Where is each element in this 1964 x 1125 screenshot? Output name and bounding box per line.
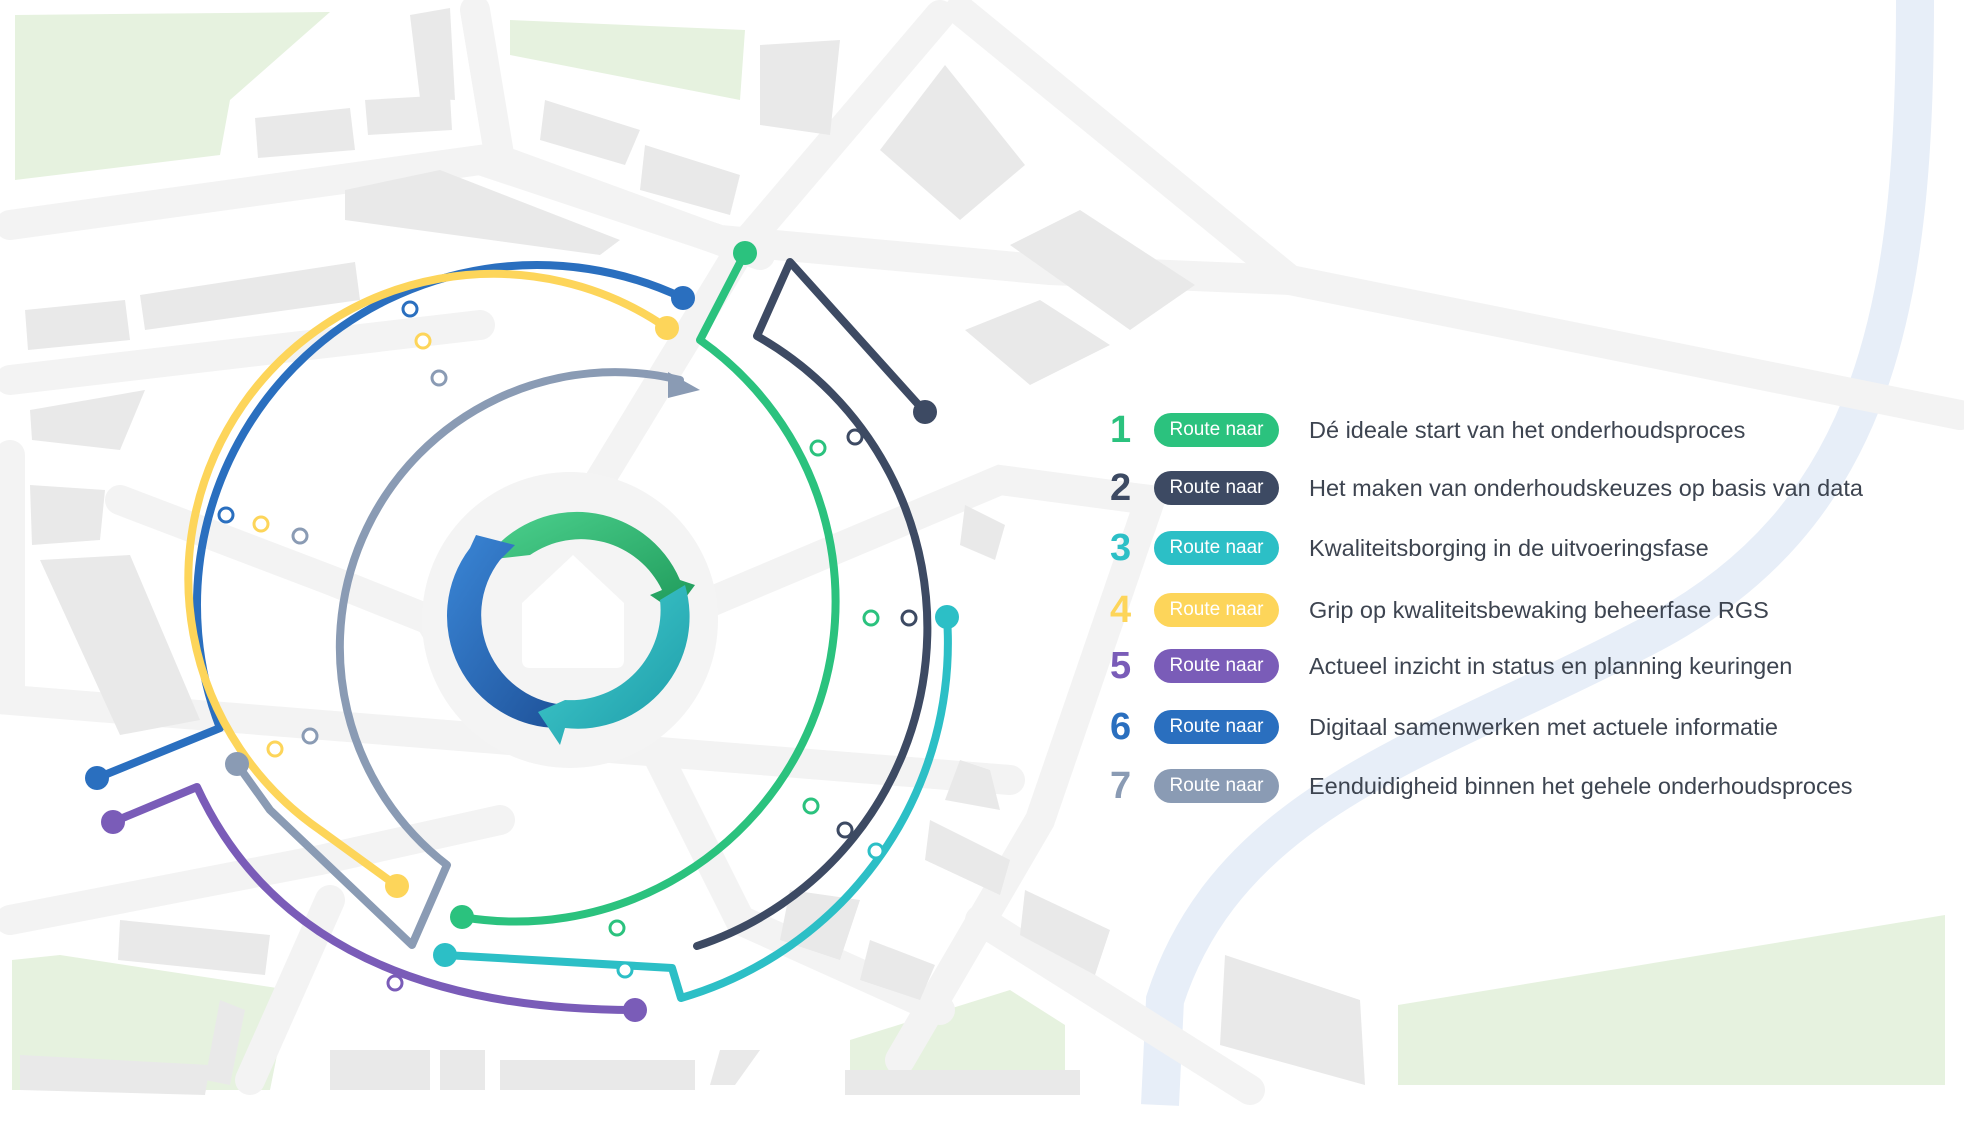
station-green-1: [809, 439, 827, 457]
legend-row-1: 1 Route naar Dé ideale start van het ond…: [1110, 408, 1745, 452]
legend-row-6: 6 Route naar Digitaal samenwerken met ac…: [1110, 705, 1778, 749]
station-green-4: [608, 919, 626, 937]
route-line-5: [109, 783, 639, 1014]
route-number: 7: [1110, 765, 1132, 807]
station-gray-3: [301, 727, 319, 745]
route-description: Kwaliteitsborging in de uitvoeringsfase: [1309, 534, 1709, 561]
station-yellow-2: [252, 515, 270, 533]
route-line-1: [458, 249, 840, 926]
legend-row-2: 2 Route naar Het maken van onderhoudskeu…: [1110, 466, 1863, 510]
legend-row-7: 7 Route naar Eenduidigheid binnen het ge…: [1110, 764, 1853, 808]
route-6-start: [85, 766, 109, 790]
legend-row-3: 3 Route naar Kwaliteitsborging in de uit…: [1110, 526, 1709, 570]
route-4-end: [385, 874, 409, 898]
route-number: 1: [1110, 409, 1132, 451]
route-description: Grip op kwaliteitsbewaking beheerfase RG…: [1309, 596, 1769, 623]
route-number: 3: [1110, 527, 1132, 569]
route-7-start: [225, 752, 249, 776]
route-description: Eenduidigheid binnen het gehele onderhou…: [1309, 772, 1853, 799]
route-3-end: [433, 943, 457, 967]
station-navy-1: [846, 428, 864, 446]
route-button-7[interactable]: Route naar: [1154, 769, 1279, 803]
route-description: Digitaal samenwerken met actuele informa…: [1309, 713, 1778, 740]
station-gray-2: [291, 527, 309, 545]
route-number: 5: [1110, 645, 1132, 687]
station-blue-2: [217, 506, 235, 524]
station-teal-1: [867, 842, 885, 860]
route-6-end: [671, 286, 695, 310]
route-5-start: [101, 810, 125, 834]
route-number: 6: [1110, 706, 1132, 748]
route-line-6: [93, 261, 687, 782]
station-green-2: [862, 609, 880, 627]
route-description: Actueel inzicht in status en planning ke…: [1309, 652, 1793, 679]
station-gray-1: [430, 369, 448, 387]
route-button-5[interactable]: Route naar: [1154, 649, 1279, 683]
station-purple-1: [386, 974, 404, 992]
route-5-end: [623, 998, 647, 1022]
route-line-4: [184, 269, 671, 890]
route-line-3: [441, 613, 952, 1002]
station-navy-2: [900, 609, 918, 627]
route-line-2: [693, 258, 932, 950]
route-number: 4: [1110, 589, 1132, 631]
route-1-end: [450, 905, 474, 929]
route-2-end: [913, 400, 937, 424]
station-yellow-3: [266, 740, 284, 758]
route-endpoints: [85, 241, 959, 1022]
route-line-7: [233, 368, 684, 949]
legend-row-5: 5 Route naar Actueel inzicht in status e…: [1110, 644, 1792, 688]
route-number: 2: [1110, 467, 1132, 509]
map-river: [1141, 0, 1934, 1106]
route-stations: [217, 300, 918, 992]
route-description: Dé ideale start van het onderhoudsproces: [1309, 416, 1746, 443]
house-recycle-icon: [446, 511, 695, 745]
legend-row-4: 4 Route naar Grip op kwaliteitsbewaking …: [1110, 588, 1769, 632]
map-blocks: [20, 8, 1365, 1095]
route-button-3[interactable]: Route naar: [1154, 531, 1279, 565]
route-4-start: [655, 316, 679, 340]
route-button-6[interactable]: Route naar: [1154, 710, 1279, 744]
route-button-1[interactable]: Route naar: [1154, 413, 1279, 447]
route-button-2[interactable]: Route naar: [1154, 471, 1279, 505]
route-description: Het maken van onderhoudskeuzes op basis …: [1309, 474, 1863, 501]
route-7-arrowhead: [668, 372, 700, 398]
route-3-start: [935, 605, 959, 629]
station-blue-1: [401, 300, 419, 318]
route-1-start: [733, 241, 757, 265]
station-yellow-1: [414, 332, 432, 350]
route-button-4[interactable]: Route naar: [1154, 593, 1279, 627]
station-teal-2: [616, 961, 634, 979]
station-navy-3: [836, 821, 854, 839]
station-green-3: [802, 797, 820, 815]
